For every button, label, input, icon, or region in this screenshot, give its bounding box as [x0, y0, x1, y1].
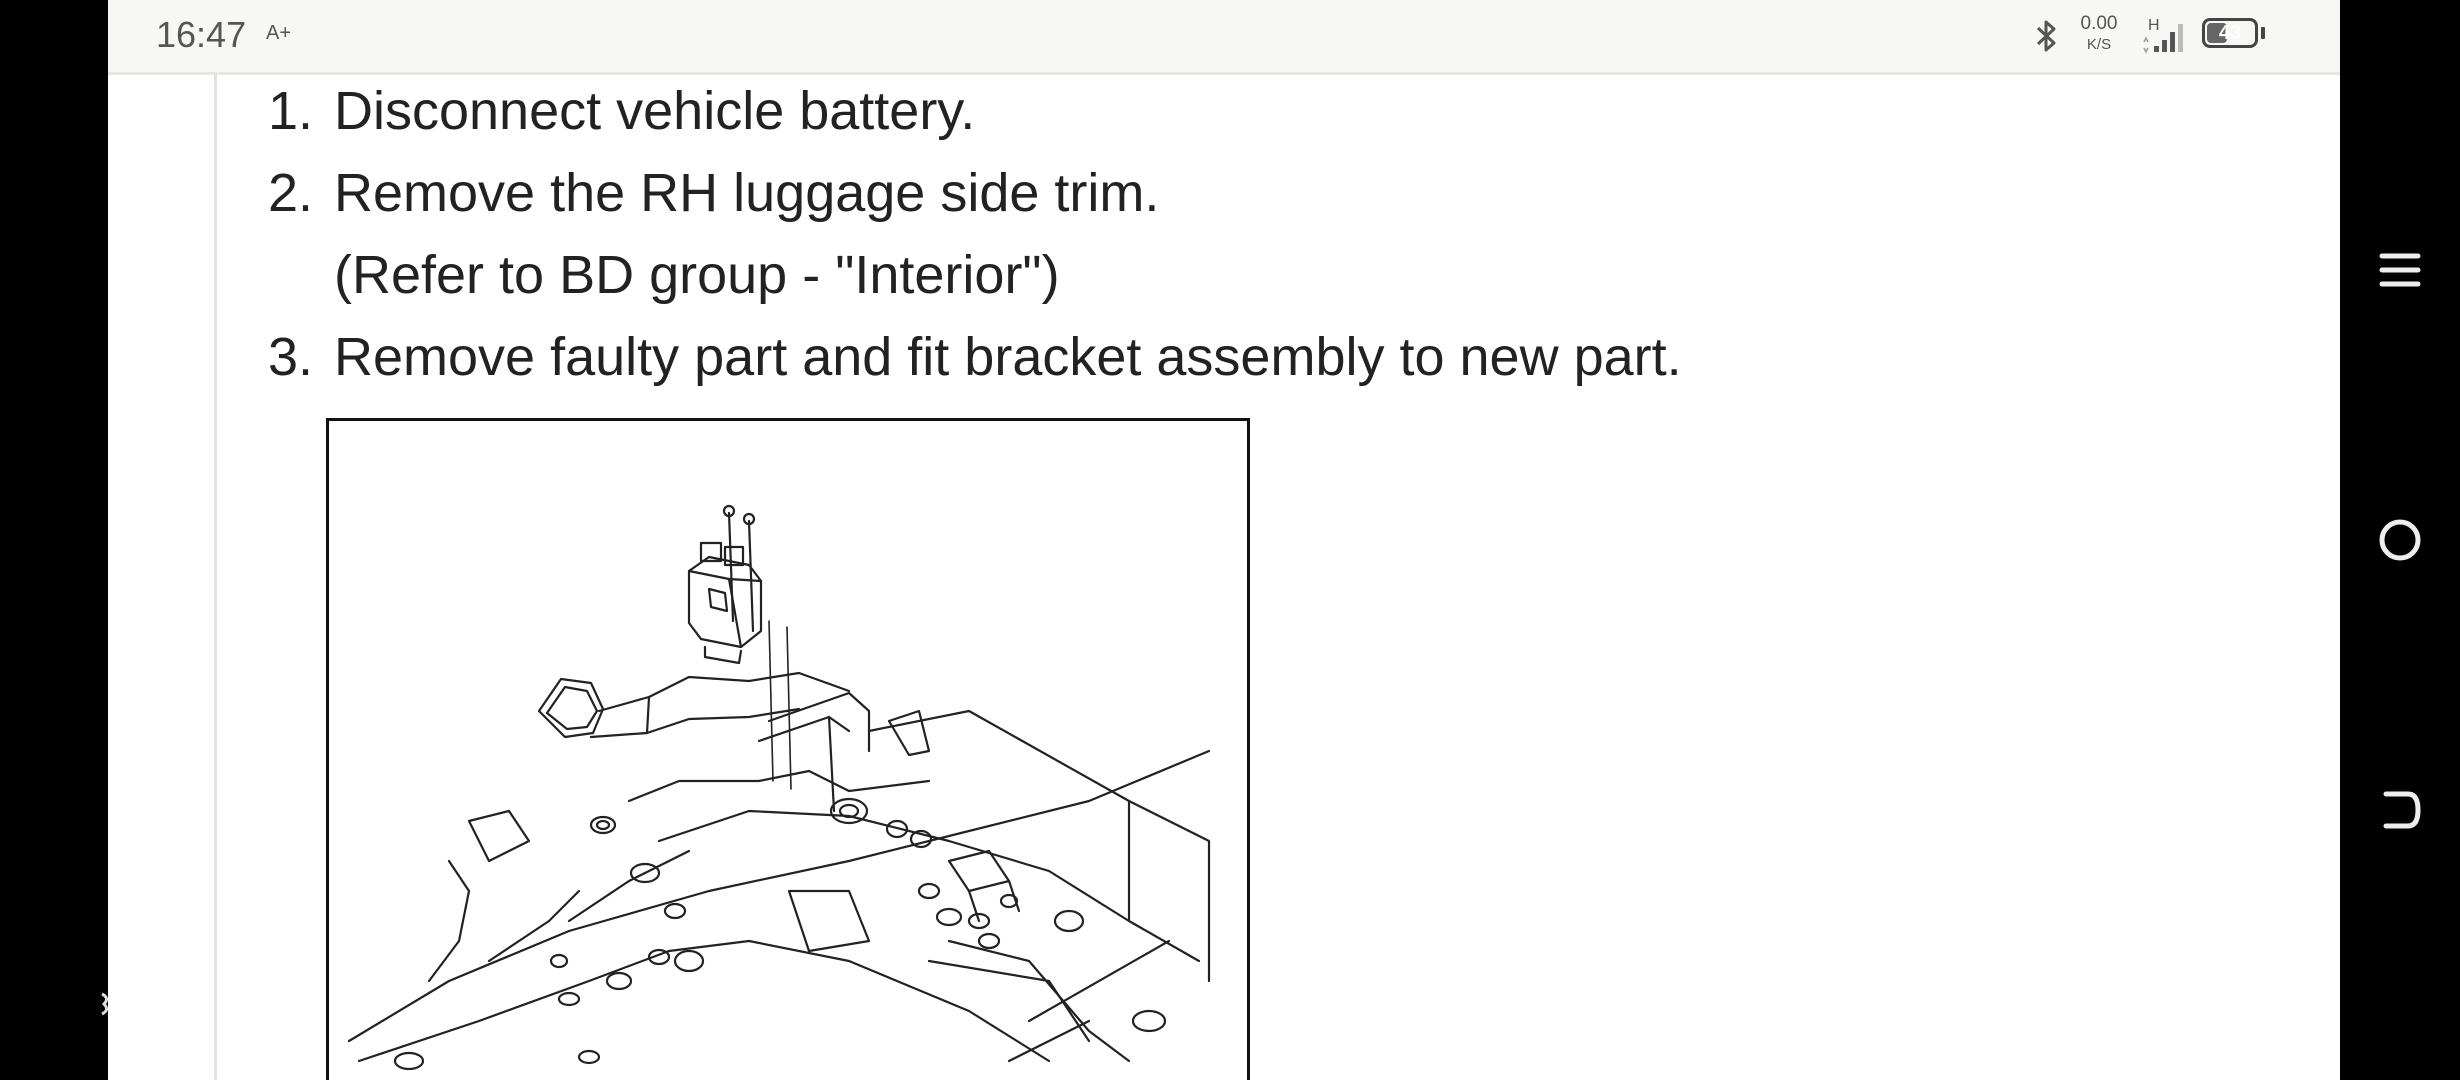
network-type: H — [2148, 17, 2160, 34]
home-icon[interactable] — [2370, 510, 2430, 570]
app-screen: 16:47 A+ 0.00 K/S H 43 — [108, 0, 2340, 1080]
status-indicator: A+ — [266, 22, 292, 44]
network-speed-unit: K/S — [2086, 36, 2112, 53]
step-number: 2. — [268, 163, 314, 223]
network-speed: 0.00 K/S — [2076, 14, 2122, 52]
step-text: Remove faulty part and fit bracket assem… — [334, 327, 1682, 387]
navigation-bar — [2340, 0, 2460, 1080]
network-speed-value: 0.00 — [2080, 13, 2118, 34]
battery-fill — [2207, 23, 2227, 43]
step-number: 3. — [268, 327, 314, 387]
step-number: 1. — [268, 81, 314, 141]
battery-level: 43 — [2218, 22, 2242, 44]
status-bar: 16:47 A+ 0.00 K/S H 43 — [108, 0, 2340, 75]
step-text: Remove the RH luggage side trim. — [334, 163, 1160, 223]
bracket-assembly-figure — [326, 418, 1250, 1080]
bracket-diagram-drawing — [347, 504, 1229, 1080]
status-time: 16:47 — [156, 14, 247, 55]
step-text: Disconnect vehicle battery. — [334, 81, 976, 141]
content-margin-rule — [214, 75, 217, 1080]
back-icon[interactable] — [2370, 780, 2430, 840]
step-text: (Refer to BD group - "Interior") — [334, 245, 1060, 305]
battery-icon: 43 — [2202, 18, 2258, 48]
menu-icon[interactable] — [2370, 240, 2430, 300]
battery-tip — [2261, 27, 2265, 39]
edge-handle-icon[interactable] — [100, 990, 112, 1018]
cell-signal-icon: H — [2143, 17, 2183, 54]
bluetooth-icon — [2036, 20, 2056, 52]
